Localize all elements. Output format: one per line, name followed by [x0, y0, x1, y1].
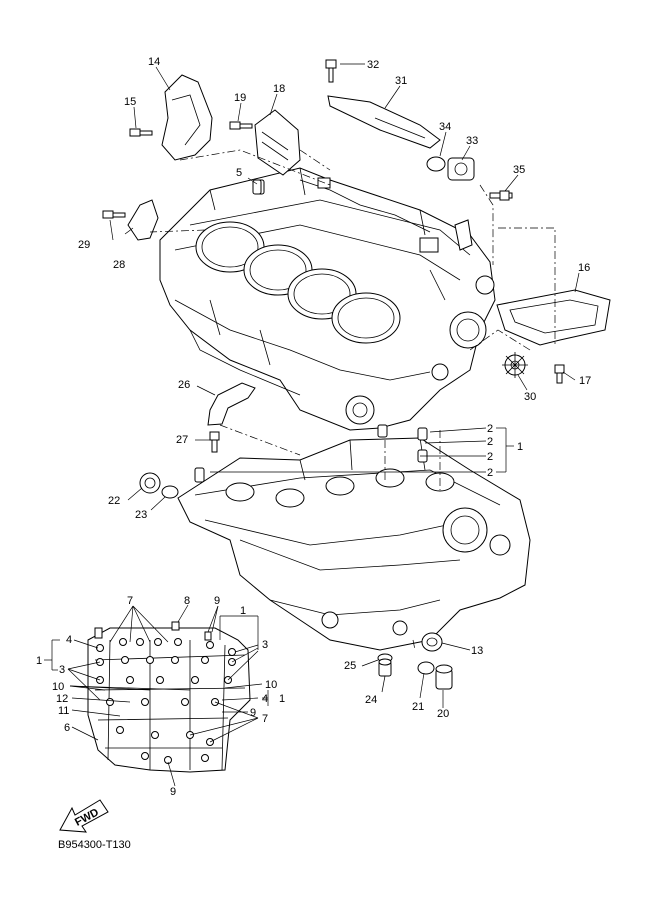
- gasket-28: [127, 199, 159, 241]
- callout-23: 23: [135, 509, 147, 521]
- callout-7-b: 7: [262, 713, 268, 725]
- bolt-27: [209, 431, 220, 453]
- callout-33: 33: [466, 135, 478, 147]
- callout-14: 14: [148, 56, 160, 68]
- o-ring-34: [426, 156, 446, 172]
- bolt-35: [489, 190, 513, 201]
- callout-2-a: 2: [487, 423, 493, 435]
- callout-24: 24: [365, 694, 377, 706]
- filter-20: [435, 664, 453, 690]
- callout-20: 20: [437, 708, 449, 720]
- callout-25: 25: [344, 660, 356, 672]
- callout-29: 29: [78, 239, 90, 251]
- callout-17: 17: [579, 375, 591, 387]
- callout-1-b: 1: [240, 605, 246, 617]
- callout-15: 15: [124, 96, 136, 108]
- callout-10-b: 10: [265, 679, 277, 691]
- callout-2-d: 2: [487, 467, 493, 479]
- callout-22: 22: [108, 495, 120, 507]
- callout-35: 35: [513, 164, 525, 176]
- callout-1-c: 1: [36, 655, 42, 667]
- dowel-5: [252, 179, 262, 195]
- callout-2-b: 2: [487, 436, 493, 448]
- callout-4-b: 4: [262, 693, 268, 705]
- callout-31: 31: [395, 75, 407, 87]
- callout-8: 8: [184, 595, 190, 607]
- phantom-lines: [149, 149, 556, 651]
- callout-9-c: 9: [170, 786, 176, 798]
- callout-18: 18: [273, 83, 285, 95]
- bolt-15: [129, 128, 153, 137]
- plug-13: [421, 632, 443, 652]
- collar-24: [378, 658, 392, 677]
- cover-14: [161, 74, 213, 161]
- callout-13: 13: [471, 645, 483, 657]
- callout-10-a: 10: [52, 681, 64, 693]
- callout-27: 27: [176, 434, 188, 446]
- bolt-29: [102, 210, 126, 219]
- callout-16: 16: [578, 262, 590, 274]
- fwd-label: FWD: [73, 806, 101, 828]
- bearing-26: [207, 382, 256, 426]
- o-ring-23: [161, 485, 179, 499]
- leader-lines: [44, 63, 580, 787]
- callout-21: 21: [412, 701, 424, 713]
- callout-12: 12: [56, 693, 68, 705]
- callout-32: 32: [367, 59, 379, 71]
- callout-7-a: 7: [127, 595, 133, 607]
- callout-34: 34: [439, 121, 451, 133]
- callout-11: 11: [58, 705, 69, 717]
- callout-9-a: 9: [214, 595, 220, 607]
- callout-5: 5: [236, 167, 242, 179]
- callout-1-d: 1: [279, 693, 285, 705]
- callout-26: 26: [178, 379, 190, 391]
- o-ring-21: [417, 661, 435, 675]
- callout-labels: 14 15 19 18 32 31 34 33 35 5 29 28 16 17…: [36, 56, 591, 798]
- callout-2-c: 2: [487, 451, 493, 463]
- callout-3-a: 3: [262, 639, 268, 651]
- bolt-19: [229, 121, 253, 130]
- gear-30: [502, 352, 528, 378]
- callout-3-b: 3: [59, 664, 65, 676]
- callout-19: 19: [234, 92, 246, 104]
- callout-1-a: 1: [517, 441, 523, 453]
- fwd-arrow-icon: FWD: [59, 799, 109, 833]
- callout-28: 28: [113, 259, 125, 271]
- tensioner-33: [447, 157, 475, 181]
- strainer-16: [496, 289, 611, 346]
- callout-9-b: 9: [250, 707, 256, 719]
- lower-crankcase: [177, 424, 531, 651]
- upper-crankcase: [159, 167, 496, 431]
- diagram-code: B954300-T130: [58, 839, 131, 851]
- callout-30: 30: [524, 391, 536, 403]
- bolt-17: [554, 364, 565, 384]
- bolt-layout-detail: [87, 621, 251, 773]
- bolt-32: [325, 59, 337, 83]
- plug-22: [139, 472, 161, 494]
- callout-4-a: 4: [66, 634, 72, 646]
- callout-6: 6: [64, 722, 70, 734]
